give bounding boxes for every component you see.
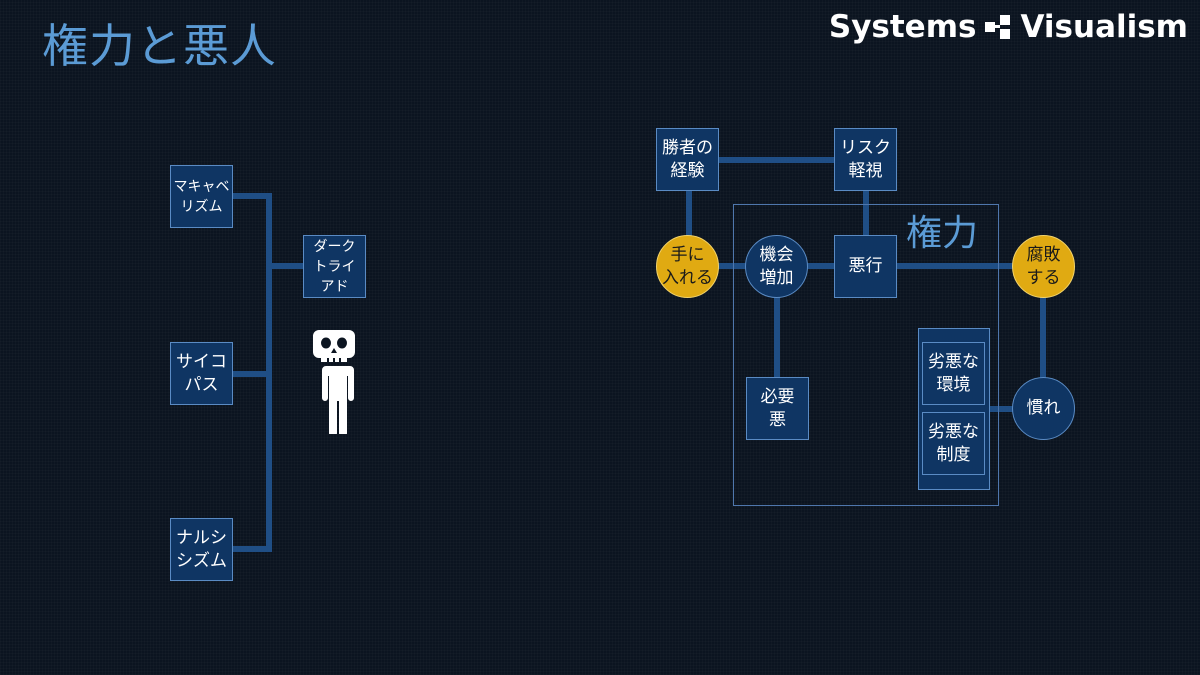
power-frame [733, 204, 999, 506]
connector-line [718, 263, 750, 269]
connector-line [232, 371, 272, 377]
dark-triad-box: ダーク トライ アド [303, 235, 366, 298]
connector-line [266, 193, 272, 552]
corrupt-node: 腐敗 する [1012, 235, 1075, 298]
poor-system-node: 劣悪な 制度 [922, 412, 985, 475]
connector-line [863, 190, 869, 236]
necessary-evil-node: 必要 悪 [746, 377, 809, 440]
connector-line [1040, 294, 1046, 380]
power-frame-label: 権力 [906, 213, 979, 254]
misconduct-node: 悪行 [834, 235, 897, 298]
poor-environment-node: 劣悪な 環境 [922, 342, 985, 405]
page-title: 権力と悪人 [42, 19, 277, 73]
opportunity-increase-node: 機会 増加 [745, 235, 808, 298]
connector-line [232, 193, 272, 199]
brand-logo: Systems Visualism [829, 6, 1188, 48]
trait-narcissism-box: ナルシ シズム [170, 518, 233, 581]
connector-line [718, 157, 838, 163]
obtain-node: 手に 入れる [656, 235, 719, 298]
brand-squares-icon [985, 15, 1011, 39]
skeleton-person-icon [313, 330, 355, 434]
winner-experience-node: 勝者の 経験 [656, 128, 719, 191]
connector-line [266, 263, 304, 269]
habituation-node: 慣れ [1012, 377, 1075, 440]
brand-text-visualism: Visualism [1020, 9, 1188, 45]
connector-line [774, 294, 780, 378]
trait-psychopathy-box: サイコ パス [170, 342, 233, 405]
connector-line [686, 190, 692, 238]
connector-line [806, 263, 836, 269]
trait-machiavellianism-box: マキャベ リズム [170, 165, 233, 228]
connector-line [232, 546, 272, 552]
brand-text-systems: Systems [828, 9, 977, 45]
connector-line [896, 263, 1014, 269]
connector-line [988, 406, 1014, 412]
risk-neglect-node: リスク 軽視 [834, 128, 897, 191]
